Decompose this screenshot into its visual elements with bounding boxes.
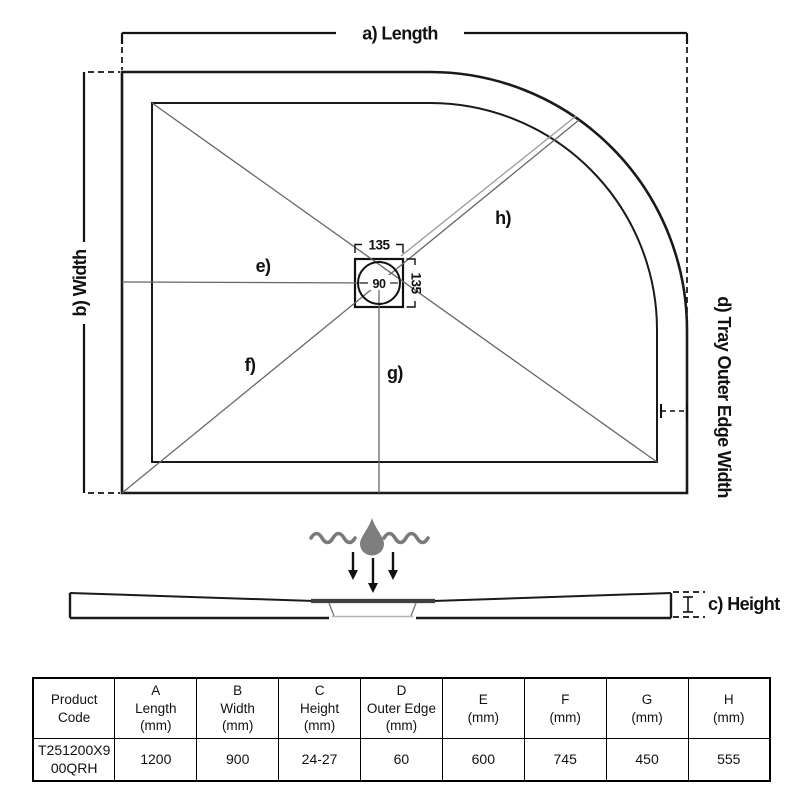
header-line: (mm) [467,709,500,725]
header-line: Product [50,691,98,707]
arrow-right-head [388,570,398,580]
header-line: (mm) [140,718,172,734]
h-dimension-parallel-line [400,115,577,257]
arrow-left-head [348,570,358,580]
header-line: C [314,682,325,698]
profile-top-slope-left [69,592,315,602]
width-label: b) Width [70,249,90,316]
header-line: (mm) [549,709,581,725]
profile-recess-wall-right [410,602,417,617]
profile-recess-wall-left [328,602,335,617]
drain-height-bracket-top [406,258,416,265]
cell-d-outer-edge: 60 [360,738,443,782]
cell-b-width: 900 [196,738,280,782]
water-drop-icon [360,518,384,556]
arrow-middle-head [368,583,378,593]
tray-side-profile [68,592,673,620]
spec-table-header-row: Product Code A Length (mm) B Width (mm) … [32,677,771,739]
cell-g: 450 [605,738,689,782]
fall-line-e [121,281,380,284]
waste-diameter-label: 90 [373,277,386,291]
tray-dimension-diagram: a) Length b) Width 90 135 135 e) f [68,24,781,620]
header-line: (mm) [221,718,254,734]
col-header-product-code: Product Code [32,677,116,739]
col-header-b-width: B Width (mm) [196,677,280,739]
header-line: F [561,691,570,707]
col-header-d-outer-edge: D Outer Edge (mm) [360,677,443,739]
drain-width-dimension: 135 [354,238,404,253]
cell-f: 745 [523,738,607,782]
header-line: G [641,691,653,707]
header-line: (mm) [385,718,418,734]
height-label: c) Height [708,594,780,614]
drain-width-bracket-right [396,243,404,253]
drain-height-label: 135 [409,272,424,294]
header-line: Code [58,709,91,725]
flow-arrows [351,552,395,584]
dimension-spec-table: Product Code A Length (mm) B Width (mm) … [32,677,771,782]
header-line: (mm) [303,718,336,734]
height-dimension: c) Height [673,591,781,618]
wave-icon-right [382,531,430,545]
fall-lines [121,102,658,494]
header-line: (mm) [713,709,745,725]
label-e: e) [256,256,271,276]
width-dimension: b) Width [70,71,120,494]
col-header-g: G (mm) [605,677,689,739]
header-line: E [478,691,488,707]
waste-number-mask [367,275,391,290]
spec-table-data-row: T251200X900QRH 1200 900 24-27 60 600 745… [32,738,771,782]
header-line: H [723,691,734,707]
label-f: f) [245,355,256,375]
wave-icon-left [309,531,357,545]
outer-edge-label: d) Tray Outer Edge Width [714,296,734,497]
outer-edge-dimension: d) Tray Outer Edge Width [660,296,734,498]
water-flow-icon [309,518,430,593]
col-header-a-length: A Length (mm) [114,677,198,739]
length-dimension: a) Length [120,24,689,328]
cell-e: 600 [441,738,525,782]
header-line: (mm) [631,709,663,725]
drain-height-dimension: 135 [406,258,424,308]
cell-h: 555 [687,738,771,782]
header-line: Length [135,700,177,716]
length-label: a) Length [362,24,438,44]
cell-product-code: T251200X900QRH [32,738,116,782]
label-h: h) [495,208,511,228]
cell-c-height: 24-27 [278,738,361,782]
header-line: Width [220,700,255,716]
waste-circle [357,261,401,305]
header-line: B [233,682,243,698]
cell-a-length: 1200 [114,738,198,782]
fall-line-diagonal-inner [151,102,658,463]
col-header-c-height: C Height (mm) [278,677,361,739]
drain-width-label: 135 [368,238,390,253]
header-line: A [151,682,161,698]
header-line: Outer Edge [366,700,436,716]
drain-width-bracket-left [354,243,362,253]
header-line: D [396,682,407,698]
col-header-h: H (mm) [687,677,771,739]
tray-outer-outline [120,70,689,495]
profile-top-slope-right [432,592,672,602]
tray-inner-outline [151,102,658,463]
header-line: Height [300,700,340,716]
drain-height-bracket-bottom [406,301,416,308]
col-header-f: F (mm) [523,677,607,739]
label-g: g) [387,363,403,383]
fall-line-f-h [121,119,580,494]
col-header-e: E (mm) [441,677,525,739]
